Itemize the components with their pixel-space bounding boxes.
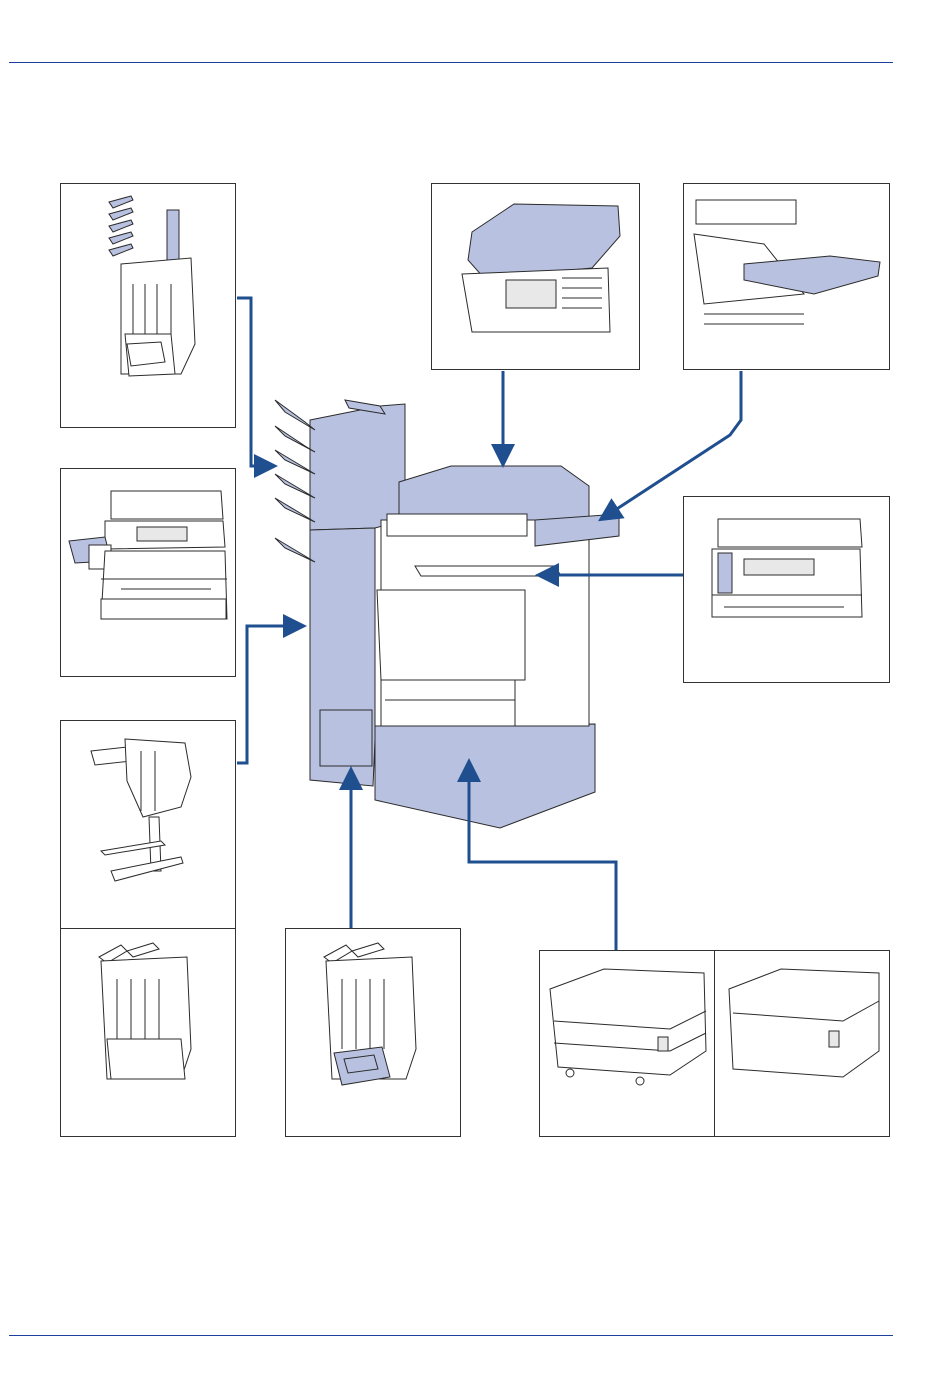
finisher-stapler-illustration — [286, 929, 461, 1137]
keyboard-tray-illustration — [684, 184, 890, 370]
large-capacity-feeder-illustration — [715, 951, 890, 1137]
option-large-capacity-feeder — [714, 950, 890, 1137]
option-finisher-mailbox — [60, 183, 236, 428]
inner-finisher-illustration — [61, 469, 236, 677]
bottom-rule — [9, 1335, 893, 1336]
option-keyboard-tray — [683, 183, 890, 370]
option-finisher-stapler — [285, 928, 461, 1137]
copier-main-unit — [265, 380, 645, 840]
option-job-separator — [683, 496, 890, 683]
option-inner-finisher — [60, 468, 236, 677]
option-document-processor — [431, 183, 640, 370]
finisher-mailbox-illustration — [61, 184, 236, 428]
job-separator-illustration — [684, 497, 890, 683]
finisher-stand-illustration — [61, 721, 236, 930]
finisher-standard-illustration — [61, 929, 236, 1137]
mailbox-bins — [109, 196, 179, 264]
top-rule — [9, 62, 893, 63]
paper-feeder-drawers-illustration — [540, 951, 715, 1137]
option-paper-feeder-drawers — [539, 950, 715, 1137]
option-finisher-stand — [60, 720, 236, 930]
option-finisher-standard — [60, 928, 236, 1137]
main-unit-illustration — [265, 380, 645, 840]
document-processor-illustration — [432, 184, 640, 370]
